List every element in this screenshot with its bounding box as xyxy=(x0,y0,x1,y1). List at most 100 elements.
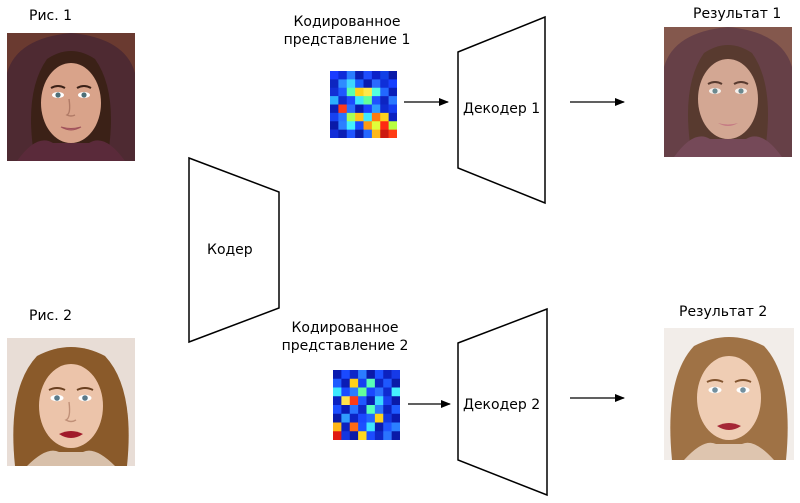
code-cell xyxy=(366,378,376,388)
code-cell xyxy=(391,378,400,388)
face-portrait-1 xyxy=(7,33,135,161)
decoder1-block xyxy=(457,15,546,205)
code-cell xyxy=(388,79,397,89)
code-cell xyxy=(355,71,364,80)
code-cell xyxy=(358,405,367,415)
code-cell xyxy=(383,413,392,423)
code-cell xyxy=(388,112,397,122)
code-cell xyxy=(380,129,389,138)
code-cell xyxy=(341,405,351,415)
code-cell xyxy=(338,71,348,80)
code-cell xyxy=(333,413,342,423)
code-cell xyxy=(338,96,348,105)
code-cell xyxy=(349,405,359,415)
code-cell xyxy=(330,104,339,114)
code-cell xyxy=(355,121,364,130)
code-cell xyxy=(371,87,381,97)
code-cell xyxy=(388,129,397,138)
code-cell xyxy=(358,370,367,380)
code-cell xyxy=(388,96,397,105)
code-grid-1 xyxy=(330,71,397,138)
code-cell xyxy=(374,378,384,388)
code-cell xyxy=(346,121,356,130)
code-cell xyxy=(383,370,392,380)
code-cell xyxy=(333,370,342,380)
code-cell xyxy=(374,387,384,397)
code-cell xyxy=(355,87,364,97)
code-cell xyxy=(349,370,359,380)
code-cell xyxy=(383,387,392,397)
code-cell xyxy=(358,387,367,397)
code-cell xyxy=(371,121,381,130)
code-cell xyxy=(346,129,356,138)
code-cell xyxy=(374,431,384,440)
code-cell xyxy=(374,370,384,380)
result-photo-1 xyxy=(664,27,792,157)
input-photo-1 xyxy=(7,33,135,161)
code-cell xyxy=(330,121,339,130)
code-cell xyxy=(363,112,373,122)
face-result-2 xyxy=(664,328,794,460)
code-cell xyxy=(380,104,389,114)
code-cell xyxy=(366,431,376,440)
code-cell xyxy=(371,96,381,105)
code-cell xyxy=(355,112,364,122)
result2-label: Результат 2 xyxy=(679,304,768,320)
code-cell xyxy=(330,129,339,138)
code-cell xyxy=(374,413,384,423)
code-cell xyxy=(338,79,348,89)
code-cell xyxy=(346,87,356,97)
code-cell xyxy=(349,413,359,423)
code-cell xyxy=(363,129,373,138)
code-cell xyxy=(338,87,348,97)
code-cell xyxy=(358,396,367,406)
code-cell xyxy=(391,431,400,440)
code-cell xyxy=(338,129,348,138)
face-portrait-2 xyxy=(7,338,135,466)
code-cell xyxy=(333,405,342,415)
code-cell xyxy=(333,378,342,388)
code-cell xyxy=(358,422,367,432)
code-cell xyxy=(349,387,359,397)
decoder1-label: Декодер 1 xyxy=(463,101,541,117)
code1-caption-line1: Кодированное xyxy=(293,14,401,30)
code-cell xyxy=(366,396,376,406)
code-cell xyxy=(358,413,367,423)
code-cell xyxy=(338,104,348,114)
code-cell xyxy=(388,71,397,80)
face-result-1 xyxy=(664,27,792,157)
code-cell xyxy=(330,96,339,105)
code-cell xyxy=(388,104,397,114)
code-cell xyxy=(371,79,381,89)
code-cell xyxy=(346,112,356,122)
code-cell xyxy=(371,104,381,114)
code-cell xyxy=(349,396,359,406)
code1-caption: Кодированное представление 1 xyxy=(272,13,422,49)
code-cell xyxy=(341,387,351,397)
code-cell xyxy=(371,71,381,80)
code-cell xyxy=(388,87,397,97)
image1-label: Рис. 1 xyxy=(29,8,73,24)
code-cell xyxy=(383,405,392,415)
code-cell xyxy=(358,431,367,440)
decoder2-label: Декодер 2 xyxy=(463,397,541,413)
code-cell xyxy=(346,96,356,105)
code-cell xyxy=(341,422,351,432)
code-grid-2 xyxy=(333,370,400,440)
code-cell xyxy=(366,413,376,423)
code-cell xyxy=(333,396,342,406)
result1-label: Результат 1 xyxy=(693,6,782,22)
decoder2-block xyxy=(457,307,548,497)
code-cell xyxy=(391,413,400,423)
code-cell xyxy=(358,378,367,388)
result-photo-2 xyxy=(664,328,794,460)
code-cell xyxy=(391,422,400,432)
code-cell xyxy=(391,370,400,380)
image2-label: Рис. 2 xyxy=(29,308,73,324)
code-cell xyxy=(355,79,364,89)
code-cell xyxy=(346,79,356,89)
code-cell xyxy=(380,112,389,122)
code-cell xyxy=(371,129,381,138)
code-cell xyxy=(380,87,389,97)
code-cell xyxy=(374,422,384,432)
